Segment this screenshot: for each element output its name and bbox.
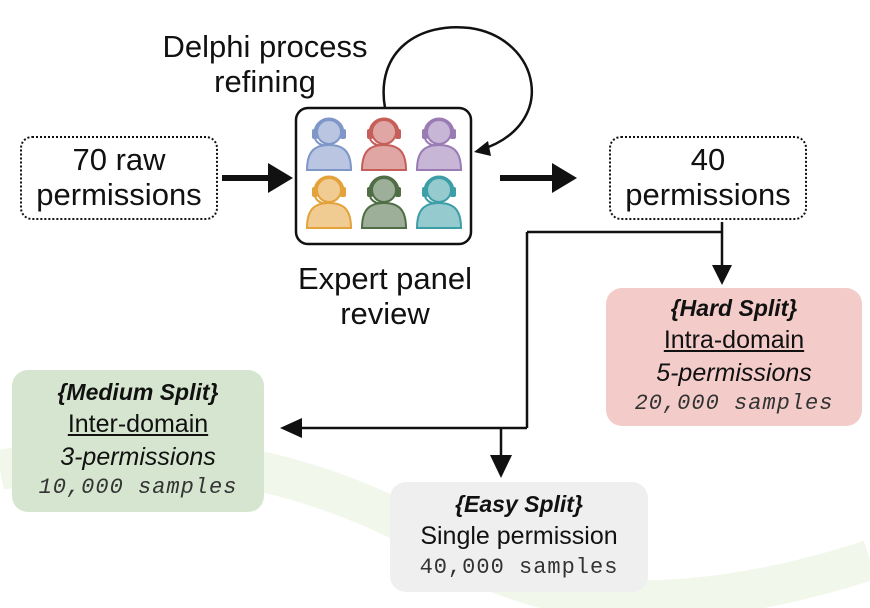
easy-split-title: {Easy Split} [455,491,583,518]
medium-split-domain: Inter-domain [67,410,209,439]
panel-label-line1: Expert panel [297,261,473,296]
raw-permissions-box: 70 raw permissions [20,136,218,220]
raw-box-line2: permissions [36,177,202,212]
medium-split-box: {Medium Split} Inter-domain 3-permission… [12,370,264,512]
medium-split-title: {Medium Split} [57,379,219,406]
refined-box-line1: 40 [690,142,726,178]
easy-split-samples: 40,000 samples [419,554,619,580]
hard-split-samples: 20,000 samples [634,391,834,417]
expert-5-icon [360,175,408,229]
panel-label-line2: review [340,295,430,331]
expert-3-icon [415,117,463,171]
hard-split-domain: Intra-domain [663,326,805,355]
delphi-label-line1: Delphi process [162,29,368,64]
expert-avatars [305,117,463,229]
arrow-to-medium-head [280,418,302,438]
delphi-label-line2: refining [214,63,316,99]
delphi-loop-arrow [382,25,534,152]
medium-split-samples: 10,000 samples [38,475,238,501]
delphi-label: Delphi process refining [150,29,380,99]
raw-box-line1: 70 raw [72,142,166,178]
arrow-to-easy-head [490,455,512,478]
medium-split-permissions: 3-permissions [60,442,216,471]
hard-split-permissions: 5-permissions [656,358,812,387]
expert-2-icon [360,117,408,171]
expert-4-icon [305,175,353,229]
easy-split-box: {Easy Split} Single permission 40,000 sa… [390,482,648,592]
expert-panel-label: Expert panel review [270,261,500,331]
hard-split-title: {Hard Split} [670,295,798,322]
arrow-to-hard-head [712,265,732,285]
refined-permissions-box: 40 permissions [609,136,807,220]
refined-box-line2: permissions [625,177,791,212]
arrow-panel-to-refined-head [552,163,577,193]
delphi-loop-arrow-head [474,141,491,156]
arrow-raw-to-panel-head [268,163,293,193]
expert-1-icon [305,117,353,171]
hard-split-box: {Hard Split} Intra-domain 5-permissions … [606,288,862,426]
easy-split-description: Single permission [420,522,618,551]
expert-6-icon [415,175,463,229]
